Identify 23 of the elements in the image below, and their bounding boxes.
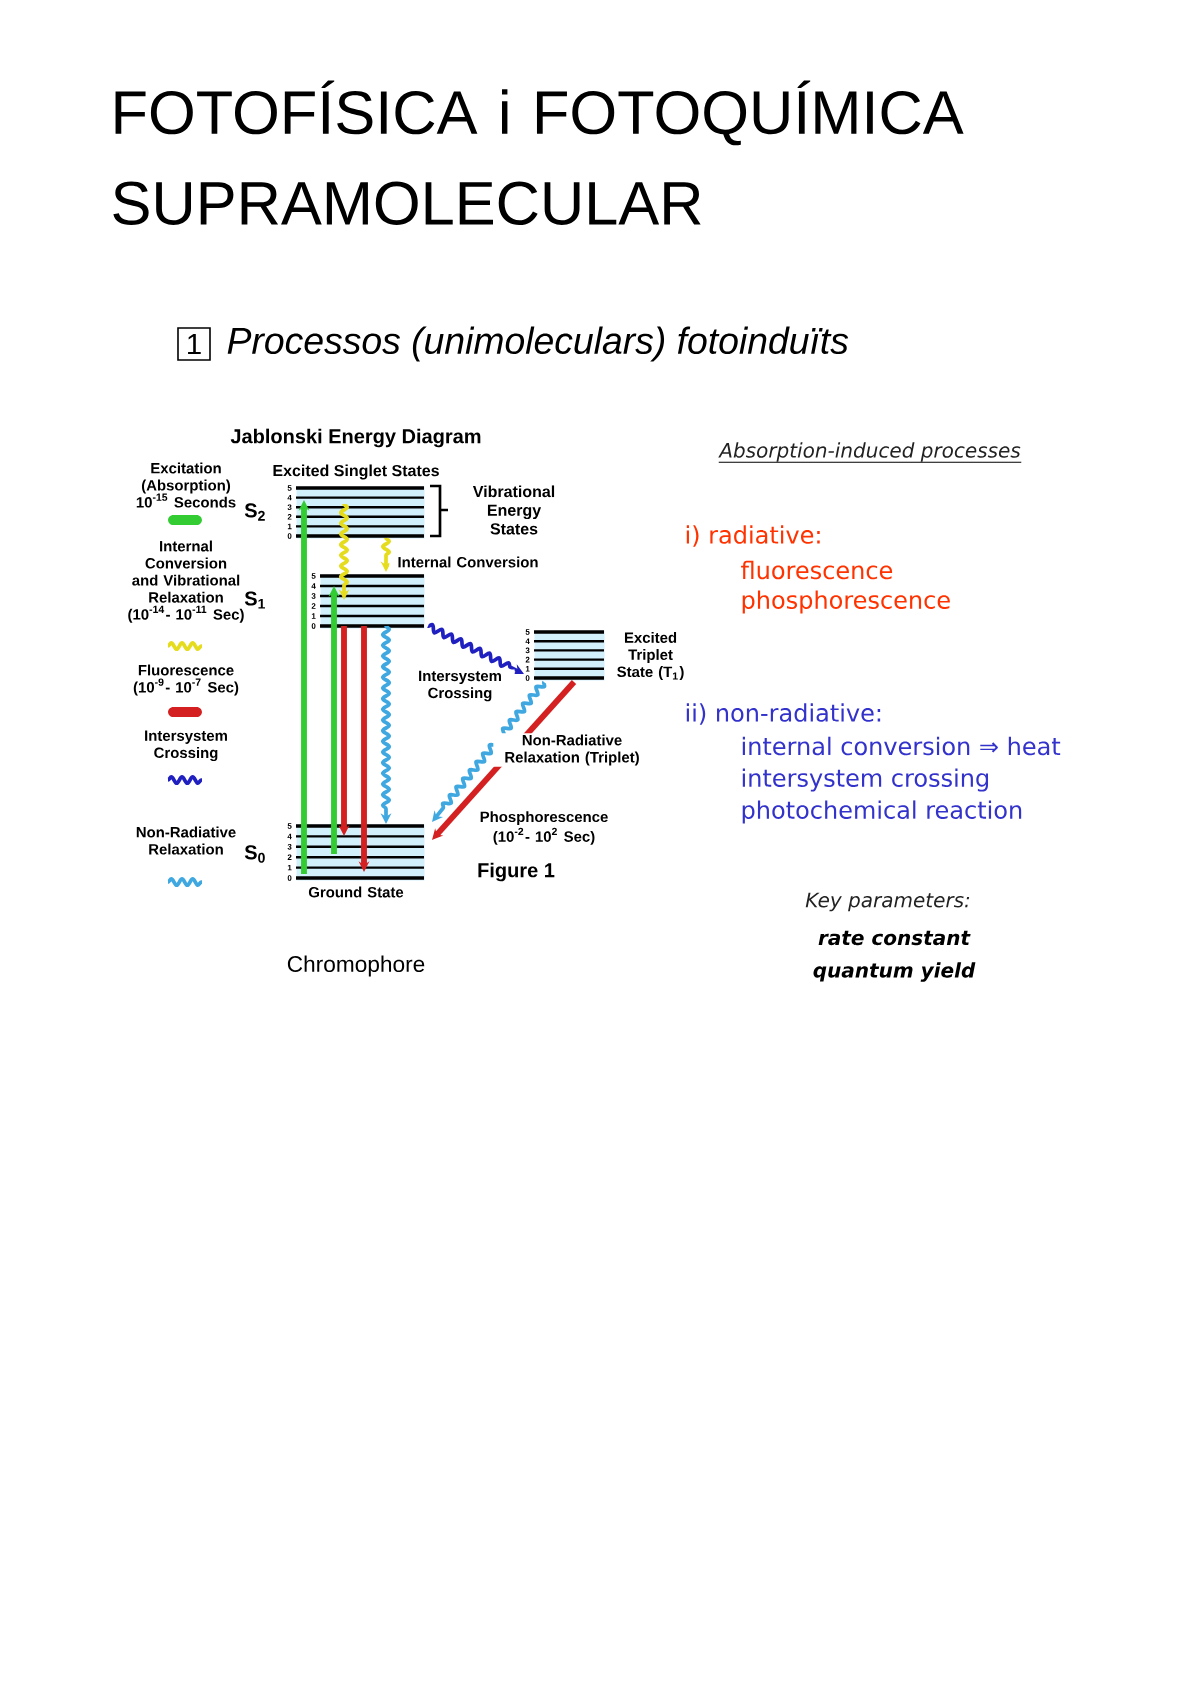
label: quantum yield <box>813 962 976 982</box>
state-label: S$_{2}$ <box>244 503 265 521</box>
underlined-heading: Absorption-induced processes <box>718 442 1022 463</box>
list-item: fluorescence <box>741 560 893 580</box>
bracket-label: Vibrational Energy States <box>472 485 555 535</box>
heading: Processos (unimoleculars) fotoinduïts <box>227 326 849 362</box>
arrow <box>432 681 547 822</box>
title: FOTOFÍSICA i FOTOQUÍMICA SUPRAMOLECULAR <box>113 80 964 225</box>
caption: Chromophore <box>287 955 425 977</box>
list-item: internal conversion ⇒ heat <box>742 736 1061 756</box>
list-item: phosphorescence <box>742 590 950 614</box>
number-box: 1 <box>177 327 211 361</box>
state-label: S$_{1}$ <box>244 591 265 609</box>
list-item: intersystem crossing <box>742 768 988 792</box>
list-heading: i) radiative: <box>686 525 820 547</box>
state-label: S$_{0}$ <box>244 845 265 863</box>
figure-caption: Figure 1 <box>478 862 555 882</box>
label: Key parameters: <box>805 892 970 912</box>
list-item: photochemical reaction <box>742 800 1022 824</box>
label: Jablonski Energy Diagram <box>230 428 481 448</box>
arrow <box>427 622 524 675</box>
label: rate constant <box>818 930 971 946</box>
list-heading: ii) non-radiative: <box>686 703 881 725</box>
